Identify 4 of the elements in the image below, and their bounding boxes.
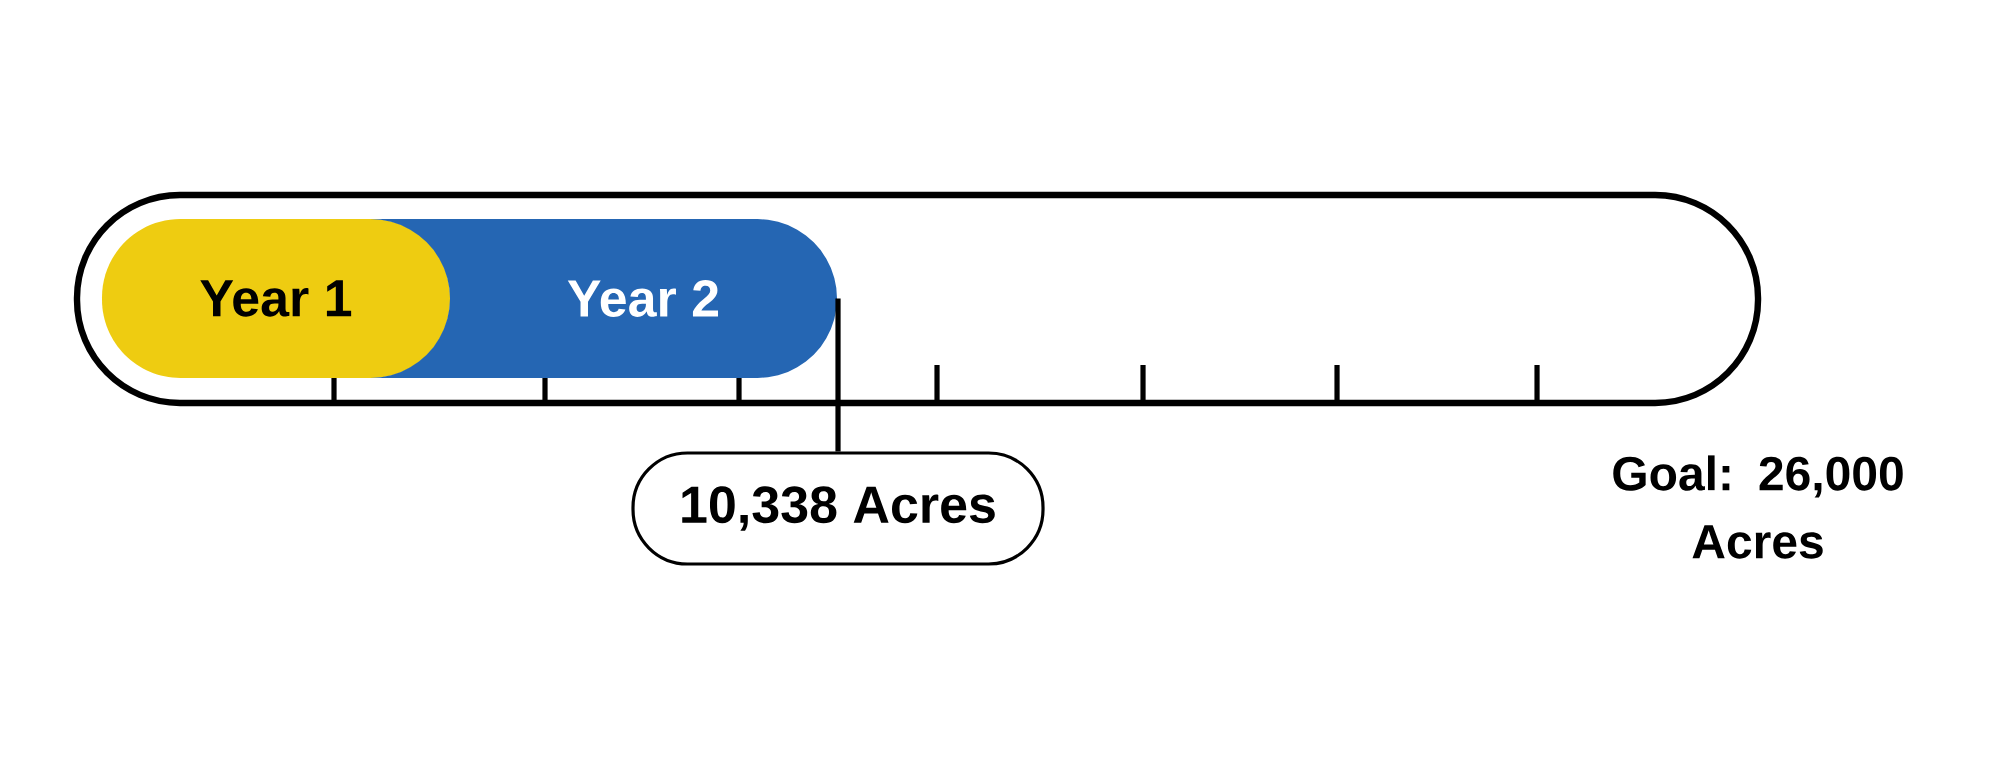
progress-segment: Year 2 (370, 219, 837, 378)
leader-line (835, 298, 841, 452)
goal-label: Goal: 26,000 Acres (1613, 455, 1903, 559)
callout-box: 10,338 Acres (631, 451, 1045, 566)
